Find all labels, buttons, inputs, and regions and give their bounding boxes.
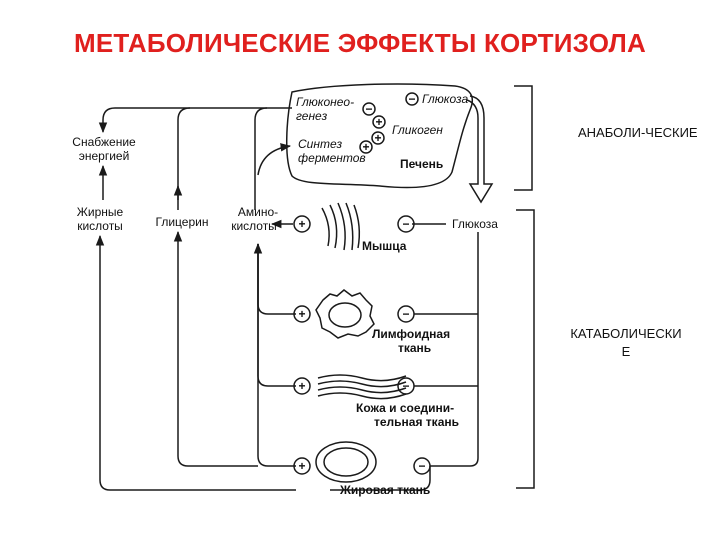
label-glycerin: Глицерин [156,215,209,229]
label-glucose-mid: Глюкоза [452,217,498,231]
label-liver: Печень [400,157,443,171]
label-gluconeo-2: генез [296,109,328,123]
minus-glyph: − [365,102,372,116]
label-catabolic-1: КАТАБОЛИЧЕСКИ [570,326,682,341]
minus-glyph: − [408,92,415,106]
label-catabolic-2: Е [621,344,631,359]
label-energy-2: энергией [79,149,130,163]
label-synthesis-2: ферментов [298,151,366,165]
minus-glyph: − [402,379,409,393]
label-amino-2: кислоты [231,219,277,233]
sign-gluconeo-minus [362,102,376,116]
minus-glyph: − [418,459,425,473]
fat-cell-outer [315,441,377,483]
sign-lymph-plus [293,305,311,323]
fat-to-amino-line [253,242,296,467]
glucose-output-arrow [466,95,494,204]
skin-layers [317,374,407,400]
plus-glyph: + [298,459,305,473]
plus-glyph: + [374,131,381,145]
label-glucose-top: Глюкоза [422,92,468,106]
label-skin-1: Кожа и соедини- [356,401,454,415]
liver-outline [286,83,474,189]
plus-glyph: + [298,379,305,393]
label-muscle: Мышца [362,239,407,253]
label-skin-2: тельная ткань [374,415,459,429]
page-title: МЕТАБОЛИЧЕСКИЕ ЭФФЕКТЫ КОРТИЗОЛА [74,28,646,58]
label-lymph-1: Лимфоидная [372,327,450,341]
label-catabolic: КАТАБОЛИЧЕСКИ Е [556,325,696,361]
fat-bottom-right [330,466,431,491]
sign-muscle-plus [293,215,311,233]
label-fat-tissue: Жировая ткань [339,483,430,497]
label-synthesis-1: Синтез [298,137,342,151]
sign-top-minus [405,92,419,106]
minus-glyph: − [402,217,409,231]
sign-synthesis-plus2 [371,131,385,145]
anabolic-bracket [514,85,533,191]
sign-skin-minus [397,377,415,395]
fat-to-glycerin-line [173,230,258,467]
muscle-fiber [321,202,361,251]
sign-fat-plus [293,457,311,475]
plus-glyph: + [375,115,382,129]
plus-glyph: + [362,140,369,154]
sign-muscle-minus [397,215,415,233]
label-energy-1: Снабжение [72,135,136,149]
sign-fat-minus [413,457,431,475]
sign-glycogen-plus [372,115,386,129]
fat-cell-inner [323,447,369,477]
amino-to-synthesis-line [257,143,292,176]
sign-skin-plus [293,377,311,395]
minus-glyph: − [402,307,409,321]
glucose-trunk [469,232,479,467]
plus-glyph: + [298,307,305,321]
label-gluconeo-1: Глюконео- [296,95,354,109]
label-lymph-2: ткань [398,341,431,355]
plus-glyph: + [298,217,305,231]
lymph-cell [315,289,375,339]
label-fatty-2: кислоты [77,219,123,233]
label-glycogen: Гликоген [392,123,443,137]
sign-lymph-minus [397,305,415,323]
glycerin-to-liver-line [177,107,191,210]
amino-to-liver-line [254,107,268,210]
label-amino-1: Амино- [238,205,278,219]
sign-synthesis-plus [359,140,373,154]
label-fatty-1: Жирные [77,205,124,219]
supply-line [98,107,292,134]
lymph-return-line [257,244,296,315]
catabolic-bracket [516,209,535,489]
label-anabolic: АНАБОЛИ-ЧЕСКИЕ [578,125,698,140]
fat-to-fatty-acids-line [95,234,178,491]
skin-return-line [257,244,296,387]
